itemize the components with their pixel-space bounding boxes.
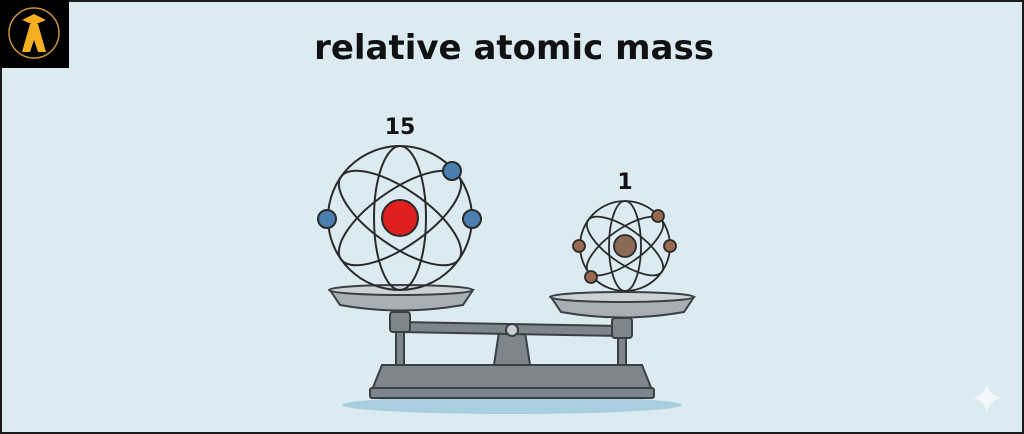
electron	[663, 239, 677, 253]
title: relative atomic mass	[314, 28, 714, 68]
electron	[572, 239, 586, 253]
scale-shadow	[342, 396, 682, 414]
nucleus	[613, 234, 637, 258]
electron	[442, 161, 462, 181]
left-mass-label: 15	[384, 115, 416, 140]
atom-left	[317, 145, 482, 291]
atom-right	[572, 200, 677, 292]
electron	[584, 270, 598, 284]
sparkle-icon	[972, 383, 1002, 413]
electron	[462, 209, 482, 229]
electron	[651, 209, 665, 223]
electron	[317, 209, 337, 229]
nucleus	[381, 199, 419, 237]
balance-scale	[328, 284, 696, 399]
right-mass-label: 1	[617, 170, 633, 195]
logo	[0, 0, 69, 68]
